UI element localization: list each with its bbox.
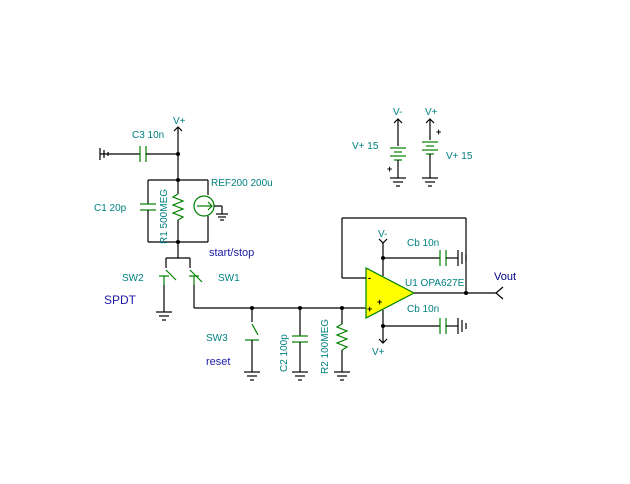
opamp-plus-sign-inner: + xyxy=(377,297,382,307)
vplus-battery-plus: + xyxy=(436,127,441,137)
ground-vminus-supply xyxy=(390,177,406,187)
sw3-label: SW3 xyxy=(206,333,228,344)
junction-c3 xyxy=(176,152,180,156)
vminus-battery-plus: + xyxy=(387,164,392,174)
cb-bottom-label: Cb 10n xyxy=(407,304,439,315)
reset-label: reset xyxy=(206,356,230,368)
v15-right-label: V+ 15 xyxy=(446,151,473,162)
resistor-r2 xyxy=(335,323,349,351)
ground-ref200 xyxy=(214,205,228,221)
ground-c2 xyxy=(292,371,308,381)
ground-cb-top xyxy=(457,250,467,266)
v15-left-label: V+ 15 xyxy=(352,141,379,152)
capacitor-cb-bottom xyxy=(439,318,447,334)
vplus-opamp-arrow xyxy=(378,338,388,344)
spdt-label: SPDT xyxy=(104,293,137,307)
ref200-label: REF200 200u xyxy=(211,178,273,189)
switch-sw2 xyxy=(159,258,177,285)
current-source-ref200 xyxy=(193,195,215,217)
opamp-minus-sign: - xyxy=(368,273,371,283)
ground-vplus-supply xyxy=(422,177,438,187)
start-stop-label: start/stop xyxy=(209,247,254,259)
capacitor-c2 xyxy=(292,335,308,343)
capacitor-c1 xyxy=(140,203,156,211)
vout-label: Vout xyxy=(494,271,516,283)
opamp-u1 xyxy=(365,267,416,319)
vplus-opamp-label: V+ xyxy=(372,347,385,358)
vminus-opamp-label: V- xyxy=(378,229,387,240)
ground-r2 xyxy=(334,371,350,381)
switch-sw1 xyxy=(189,258,203,285)
cb-top-label: Cb 10n xyxy=(407,238,439,249)
sw1-label: SW1 xyxy=(218,273,240,284)
capacitor-c3 xyxy=(139,146,147,162)
c3-label: C3 10n xyxy=(132,130,164,141)
vminus-supply-label: V- xyxy=(393,107,402,118)
opamp-plus-sign: + xyxy=(367,304,372,314)
vplus-top-left-label: V+ xyxy=(173,116,186,127)
u1-label: U1 OPA627E xyxy=(405,278,465,289)
battery-vplus xyxy=(422,141,438,155)
battery-vminus xyxy=(390,147,406,161)
resistor-r1 xyxy=(171,193,185,221)
vout-terminal xyxy=(495,286,504,300)
ground-sw3 xyxy=(244,371,260,381)
ground-cb-bottom xyxy=(457,318,467,334)
sw2-label: SW2 xyxy=(122,273,144,284)
ground-sw2 xyxy=(156,311,172,321)
c1-label: C1 20p xyxy=(94,203,127,214)
c2-label: C2 100p xyxy=(279,334,290,372)
junction-output xyxy=(464,291,468,295)
vplus-supply-label: V+ xyxy=(425,107,438,118)
capacitor-cb-top xyxy=(439,250,447,266)
switch-sw3 xyxy=(245,308,259,372)
vminus-opamp-arrow xyxy=(378,238,388,244)
r2-label: R2 100MEG xyxy=(320,319,331,374)
r1-label: R1 500MEG xyxy=(159,189,170,244)
